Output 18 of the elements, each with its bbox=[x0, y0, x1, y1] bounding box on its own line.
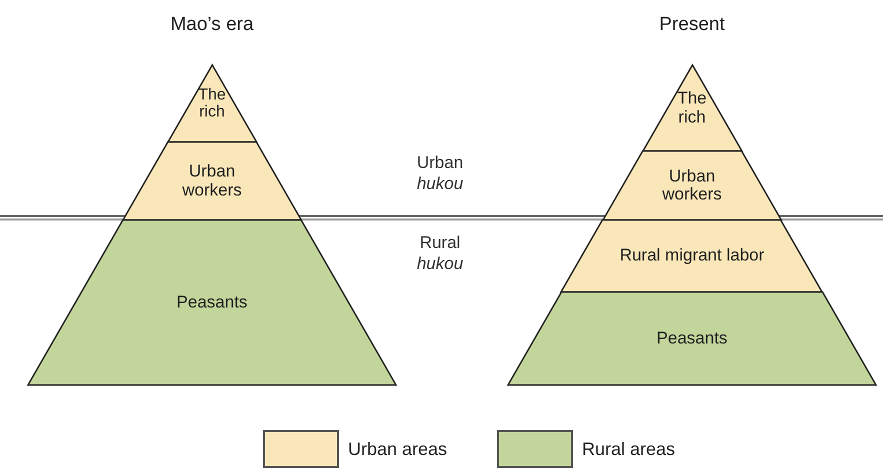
pyramid-tier bbox=[561, 220, 823, 292]
hukou-label: Urban hukou bbox=[416, 152, 464, 194]
column-heading: Present bbox=[658, 14, 726, 36]
legend-label: Urban areas bbox=[348, 438, 448, 460]
tier-label: Peasants bbox=[176, 293, 248, 312]
hukou-label: Rural hukou bbox=[416, 232, 464, 274]
pyramid-tier bbox=[642, 65, 742, 151]
pyramid-tier bbox=[602, 151, 782, 220]
tier-label: The rich bbox=[197, 86, 227, 122]
pyramid-tier bbox=[28, 220, 396, 385]
tier-label: Rural migrant labor bbox=[618, 246, 766, 266]
tier-label: Urban workers bbox=[181, 162, 243, 200]
tier-label: Peasants bbox=[656, 329, 728, 348]
tier-label: The rich bbox=[676, 89, 708, 127]
legend-label: Rural areas bbox=[582, 438, 676, 460]
pyramid-tier bbox=[508, 292, 876, 385]
tier-label: Urban workers bbox=[661, 166, 723, 204]
column-heading: Mao’s era bbox=[169, 14, 255, 36]
